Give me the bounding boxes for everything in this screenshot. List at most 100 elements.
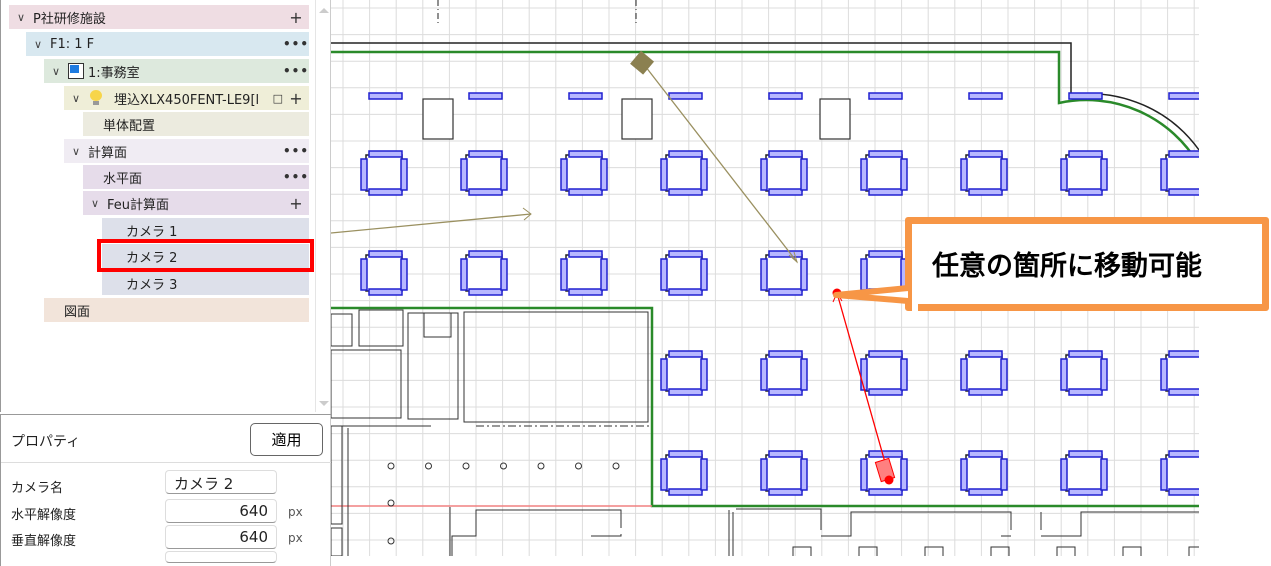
small-desk — [768, 92, 803, 100]
chair — [1068, 188, 1103, 196]
h-res-input[interactable]: 640 — [165, 499, 277, 523]
tree-item[interactable]: カメラ 2 — [102, 244, 309, 268]
h-res-label: 水平解像度 — [11, 508, 77, 523]
tree-item[interactable]: 図面 — [44, 298, 309, 322]
chair — [768, 288, 803, 296]
chair — [1060, 458, 1068, 491]
more-icon[interactable]: ••• — [283, 170, 310, 184]
chair — [1068, 388, 1103, 396]
tree-item[interactable]: ∨Feu計算面+ — [83, 191, 309, 215]
chevron-down-icon[interactable]: ∨ — [16, 10, 26, 24]
desk — [665, 154, 703, 192]
chair — [760, 158, 768, 191]
camera-direction-line[interactable] — [836, 292, 891, 481]
chair — [668, 350, 703, 358]
camera-position-handle[interactable] — [884, 475, 894, 485]
cabinet — [621, 98, 653, 140]
chair — [668, 388, 703, 396]
room-outline — [407, 312, 459, 420]
more-icon[interactable]: ••• — [283, 37, 310, 51]
chair — [1160, 458, 1168, 491]
lightbulb-icon — [90, 90, 102, 106]
add-icon[interactable]: + — [289, 88, 303, 108]
chevron-down-icon[interactable]: ∨ — [33, 37, 43, 51]
next-input[interactable] — [165, 551, 277, 563]
column-marker — [387, 499, 395, 507]
add-icon[interactable]: + — [289, 193, 303, 213]
chair — [1068, 150, 1103, 158]
column-marker — [575, 462, 582, 470]
desk — [865, 154, 903, 192]
chair — [760, 358, 768, 391]
scroll-down-icon[interactable] — [319, 401, 329, 406]
more-icon[interactable]: ••• — [283, 64, 310, 78]
room-outline — [331, 527, 343, 556]
chair — [1000, 458, 1008, 491]
desk — [1065, 454, 1103, 492]
v-res-input[interactable]: 640 — [165, 525, 277, 549]
chair — [968, 150, 1003, 158]
desk — [965, 154, 1003, 192]
chair — [568, 250, 603, 258]
tree-item-label: 計算面 — [88, 145, 128, 161]
tree-item[interactable]: カメラ 3 — [102, 271, 309, 295]
chair — [860, 458, 868, 491]
small-desk — [1168, 92, 1199, 100]
furniture — [990, 546, 1010, 556]
project-tree: ∨P社研修施設+∨F1: 1 F•••∨1:事務室•••∨埋込XLX450FEN… — [0, 0, 315, 412]
chevron-down-icon[interactable]: ∨ — [71, 91, 81, 105]
tree-item[interactable]: ∨ F1: 1 F ••• — [26, 32, 309, 56]
column-marker — [612, 462, 620, 470]
tree-item-label: カメラ 3 — [126, 277, 178, 293]
chair — [800, 258, 808, 291]
chair — [600, 258, 608, 291]
chair — [768, 488, 803, 496]
tree-item[interactable]: 単体配置 — [83, 112, 309, 136]
tree-item[interactable]: ∨ P社研修施設 + — [9, 5, 309, 29]
desk — [465, 154, 503, 192]
unlock-icon[interactable]: □ — [272, 91, 283, 105]
desk — [665, 254, 703, 292]
chair — [500, 258, 508, 291]
chair — [1060, 158, 1068, 191]
chevron-down-icon[interactable]: ∨ — [51, 64, 61, 78]
chair — [760, 458, 768, 491]
floor-plan[interactable] — [331, 0, 1199, 556]
chair — [600, 158, 608, 191]
chair — [868, 188, 903, 196]
chair — [768, 350, 803, 358]
callout-pointer — [833, 259, 918, 311]
floor-plan-canvas[interactable] — [331, 0, 1199, 556]
tree-item[interactable]: ∨1:事務室••• — [44, 59, 309, 83]
desk — [1165, 454, 1199, 492]
chevron-down-icon[interactable]: ∨ — [71, 144, 81, 158]
chair — [1168, 488, 1199, 496]
furniture — [792, 546, 812, 556]
tree-item-label: F1: 1 F — [50, 36, 95, 52]
camera-name-input[interactable]: カメラ 2 — [165, 470, 277, 494]
tree-item-label: P社研修施設 — [33, 11, 106, 27]
scroll-up-icon[interactable] — [319, 8, 329, 13]
more-icon[interactable]: ••• — [283, 144, 310, 158]
chair — [1000, 158, 1008, 191]
tree-item[interactable]: 水平面••• — [83, 165, 309, 189]
chair — [1100, 158, 1108, 191]
small-desk — [1068, 92, 1103, 100]
column-marker — [537, 462, 545, 470]
desk — [365, 254, 403, 292]
column-marker — [387, 462, 395, 470]
tree-item[interactable]: ∨ 計算面 ••• — [64, 139, 309, 163]
chair — [868, 150, 903, 158]
tree-item[interactable]: ∨埋込XLX450FENT-LE9[l□+ — [64, 86, 309, 110]
wall — [449, 507, 622, 556]
small-desk — [568, 92, 603, 100]
desk — [865, 354, 903, 392]
chair — [668, 488, 703, 496]
add-icon[interactable]: + — [289, 7, 303, 27]
room-boundary — [331, 306, 1199, 508]
tree-scrollbar[interactable] — [315, 0, 331, 412]
apply-button[interactable]: 適用 — [250, 423, 323, 456]
chair — [1068, 450, 1103, 458]
chevron-down-icon[interactable]: ∨ — [90, 196, 100, 210]
tree-item[interactable]: カメラ 1 — [102, 218, 309, 242]
